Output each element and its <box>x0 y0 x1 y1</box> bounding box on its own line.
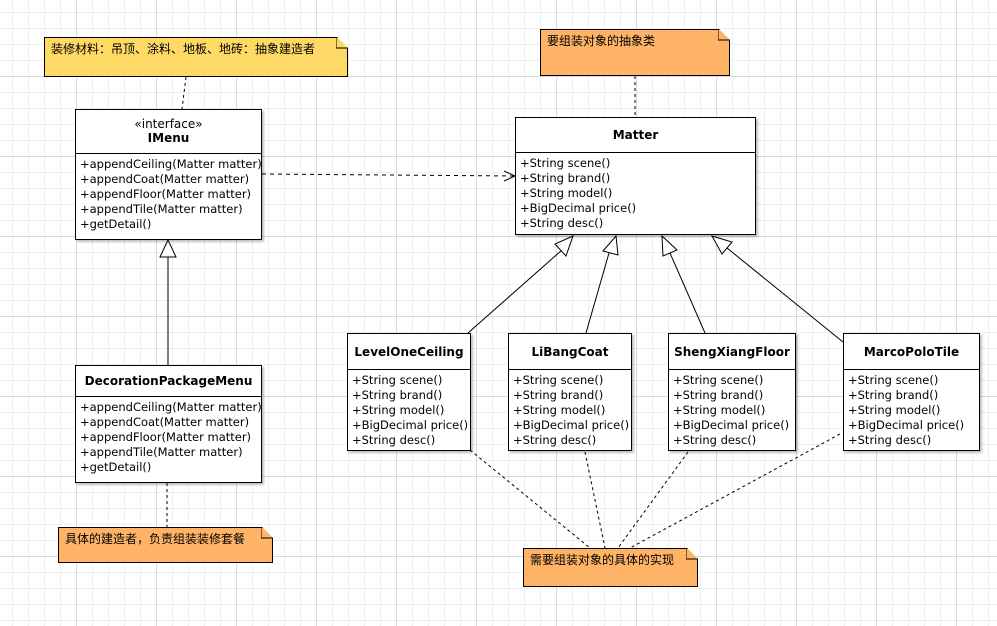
method-item: +BigDecimal price() <box>520 201 637 215</box>
method-list: +String scene() +String brand() +String … <box>516 153 755 231</box>
note-fold-icon <box>718 29 729 41</box>
class-marco-polo-tile[interactable]: MarcoPoloTile +String scene() +String br… <box>843 333 980 451</box>
method-item: +String brand() <box>513 388 604 402</box>
class-name: IMenu <box>147 131 190 145</box>
method-item: +appendFloor(Matter matter) <box>80 187 252 201</box>
note-fold-icon <box>261 527 272 539</box>
method-item: +appendCeiling(Matter matter) <box>80 400 262 414</box>
realization-arrowhead <box>159 238 177 258</box>
note-link-impl-floor <box>617 451 689 549</box>
class-header: «interface» IMenu <box>76 110 261 154</box>
method-item: +BigDecimal price() <box>352 418 469 432</box>
method-list: +appendCeiling(Matter matter) +appendCoa… <box>76 397 262 475</box>
inherit-coat-line <box>585 252 610 334</box>
method-item: +appendCoat(Matter matter) <box>80 415 250 429</box>
method-item: +String scene() <box>513 373 604 387</box>
method-item: +String scene() <box>673 373 764 387</box>
inherit-tile-line <box>726 247 844 343</box>
method-item: +String brand() <box>848 388 939 402</box>
method-item: +String desc() <box>673 433 757 447</box>
method-item: +BigDecimal price() <box>673 418 790 432</box>
method-item: +String brand() <box>352 388 443 402</box>
method-item: +getDetail() <box>80 460 152 474</box>
class-name: LiBangCoat <box>531 344 609 359</box>
class-header: LiBangCoat <box>509 334 631 370</box>
method-item: +appendCoat(Matter matter) <box>80 172 250 186</box>
class-header: Matter <box>516 118 755 153</box>
method-item: +String desc() <box>352 433 436 447</box>
method-item: +String desc() <box>848 433 932 447</box>
method-list: +String scene() +String brand() +String … <box>669 370 795 448</box>
note-link-impl-tile <box>629 433 841 549</box>
inherit-coat-arrowhead <box>602 234 619 256</box>
note-link-materials <box>181 76 187 110</box>
class-header: ShengXiangFloor <box>669 334 795 370</box>
method-list: +appendCeiling(Matter matter) +appendCoa… <box>76 154 262 232</box>
method-list: +String scene() +String brand() +String … <box>348 370 470 448</box>
stereotype-label: «interface» <box>134 117 203 131</box>
class-header: DecorationPackageMenu <box>76 366 261 397</box>
class-libang-coat[interactable]: LiBangCoat +String scene() +String brand… <box>508 333 632 451</box>
method-item: +appendFloor(Matter matter) <box>80 430 252 444</box>
method-item: +String scene() <box>520 156 611 170</box>
method-item: +String brand() <box>520 171 611 185</box>
method-item: +String scene() <box>352 373 443 387</box>
note-abstract[interactable]: 要组装对象的抽象类 <box>540 29 730 76</box>
method-item: +String scene() <box>848 373 939 387</box>
method-item: +String model() <box>513 403 606 417</box>
class-decoration-package-menu[interactable]: DecorationPackageMenu +appendCeiling(Mat… <box>75 365 262 483</box>
note-impl[interactable]: 需要组装对象的具体的实现 <box>523 548 698 587</box>
note-materials[interactable]: 装修材料：吊顶、涂料、地板、地砖：抽象建造者 <box>44 37 348 77</box>
method-item: +appendCeiling(Matter matter) <box>80 157 262 171</box>
note-builder[interactable]: 具体的建造者，负责组装装修套餐 <box>58 527 273 563</box>
method-item: +appendTile(Matter matter) <box>80 202 243 216</box>
note-fold-icon <box>686 548 697 560</box>
class-header: MarcoPoloTile <box>844 334 979 370</box>
method-item: +String model() <box>848 403 941 417</box>
class-name: ShengXiangFloor <box>674 344 790 359</box>
method-list: +String scene() +String brand() +String … <box>509 370 631 448</box>
method-item: +String desc() <box>513 433 597 447</box>
class-shengxiang-floor[interactable]: ShengXiangFloor +String scene() +String … <box>668 333 796 451</box>
class-matter[interactable]: Matter +String scene() +String brand() +… <box>515 117 756 235</box>
class-name: Matter <box>612 128 659 142</box>
method-item: +appendTile(Matter matter) <box>80 445 243 459</box>
inherit-tile-arrowhead <box>710 235 733 255</box>
class-name: MarcoPoloTile <box>863 344 960 359</box>
method-item: +String model() <box>352 403 445 417</box>
inherit-floor-arrowhead <box>661 234 678 257</box>
note-link-impl-coat <box>584 451 606 549</box>
method-list: +String scene() +String brand() +String … <box>844 370 979 448</box>
method-item: +String desc() <box>520 216 604 230</box>
inherit-ceiling-arrowhead <box>554 235 574 257</box>
class-name: DecorationPackageMenu <box>84 374 253 388</box>
class-name: LevelOneCeiling <box>354 344 464 359</box>
dependency-imenu-matter <box>261 173 515 177</box>
class-level-one-ceiling[interactable]: LevelOneCeiling +String scene() +String … <box>347 333 471 451</box>
method-item: +BigDecimal price() <box>848 418 965 432</box>
note-fold-icon <box>336 37 347 49</box>
note-link-impl-ceiling <box>469 449 591 549</box>
inherit-floor-line <box>669 252 706 334</box>
method-item: +getDetail() <box>80 217 152 231</box>
method-item: +String brand() <box>673 388 764 402</box>
method-item: +String model() <box>673 403 766 417</box>
method-item: +BigDecimal price() <box>513 418 630 432</box>
class-imenu[interactable]: «interface» IMenu +appendCeiling(Matter … <box>75 109 262 240</box>
class-header: LevelOneCeiling <box>348 334 470 370</box>
method-item: +String model() <box>520 186 613 200</box>
inherit-ceiling-line <box>467 249 563 334</box>
